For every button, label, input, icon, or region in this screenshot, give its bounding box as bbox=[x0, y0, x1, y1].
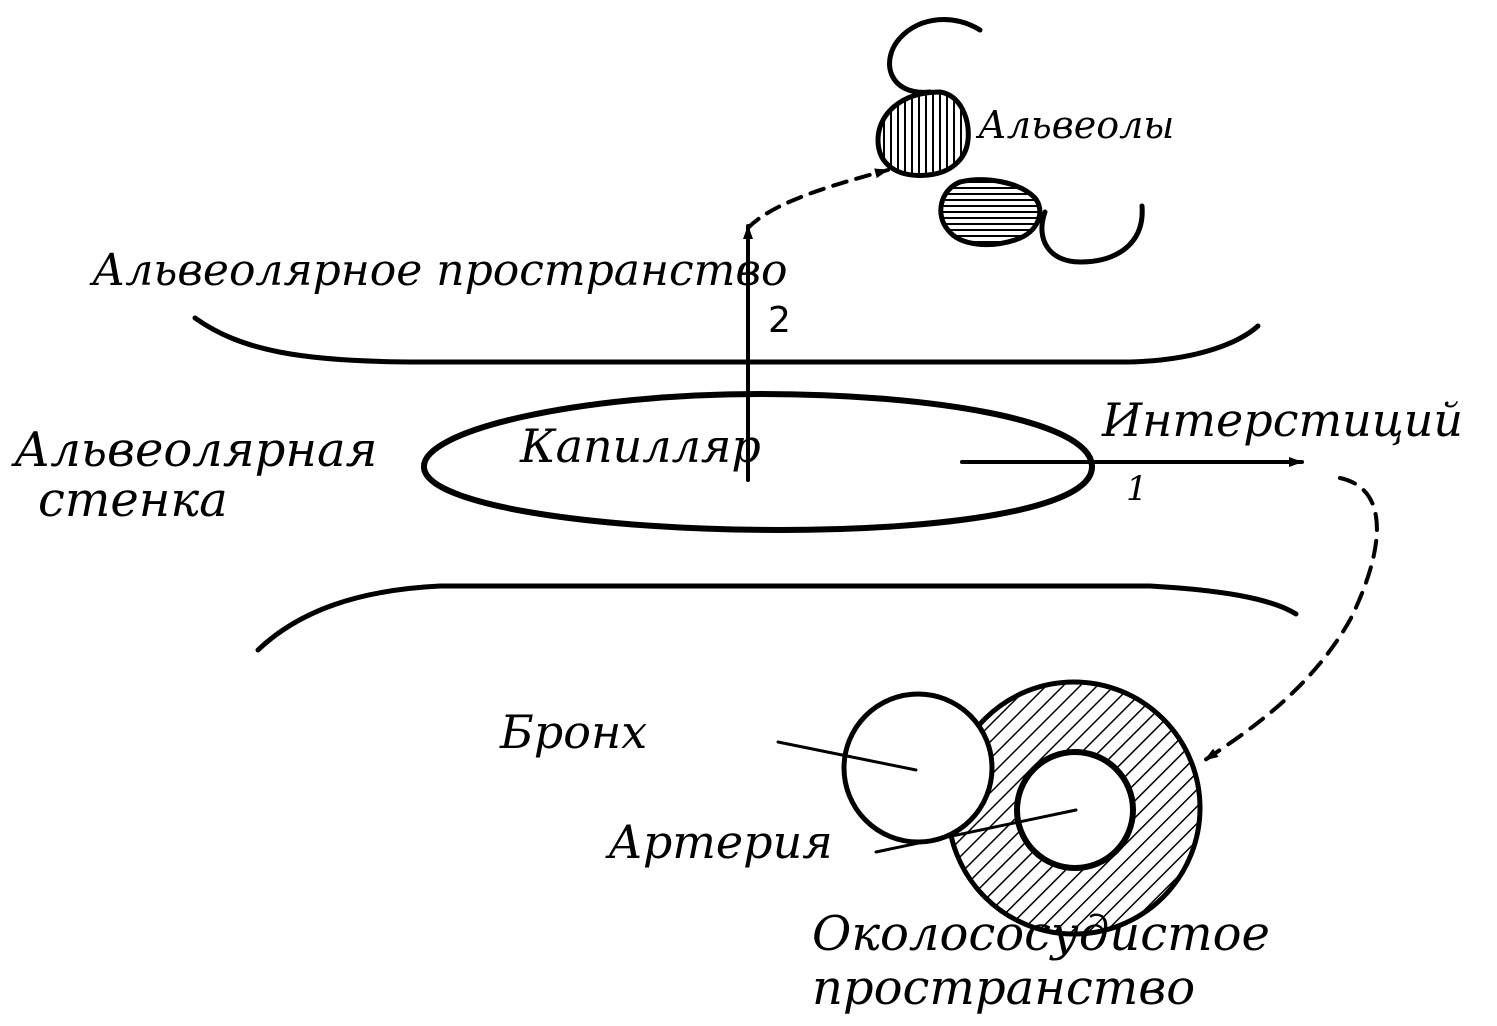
artery-label: Артерия bbox=[605, 815, 833, 869]
bronchus-lumen bbox=[844, 694, 992, 842]
alveolus-upper-hatched bbox=[878, 92, 968, 175]
perivascular-space-label-line1: Околососудистое bbox=[812, 906, 1270, 962]
alveolar-wall-lower-boundary bbox=[258, 586, 1296, 650]
interstitium-label: Интерстиций bbox=[1101, 393, 1463, 447]
bronchus-label: Бронх bbox=[499, 705, 647, 759]
alveolar-wall-label-line1: Альвеолярная bbox=[11, 422, 377, 478]
vessel-bundle bbox=[844, 682, 1200, 934]
alveolus-lower-arc bbox=[1042, 206, 1142, 262]
dashed-arrow-to-perivascular bbox=[1205, 478, 1377, 760]
flow-number-2: 2 bbox=[768, 300, 791, 341]
alveolar-wall-upper-boundary bbox=[195, 318, 1258, 362]
alveolus-upper-arc bbox=[890, 20, 980, 93]
alveolar-wall-label-line2: стенка bbox=[38, 472, 228, 528]
capillary-label: Капилляр bbox=[519, 419, 761, 473]
flow-number-1: 1 bbox=[1126, 469, 1148, 509]
dashed-arrow-to-alveoli bbox=[748, 170, 888, 228]
alveoli-label: Альвеолы bbox=[975, 103, 1174, 147]
perivascular-space-label-line2: пространство bbox=[812, 960, 1195, 1016]
alveolar-space-label: Альвеолярное пространство bbox=[89, 245, 787, 296]
alveolus-lower-hatched bbox=[941, 180, 1040, 245]
